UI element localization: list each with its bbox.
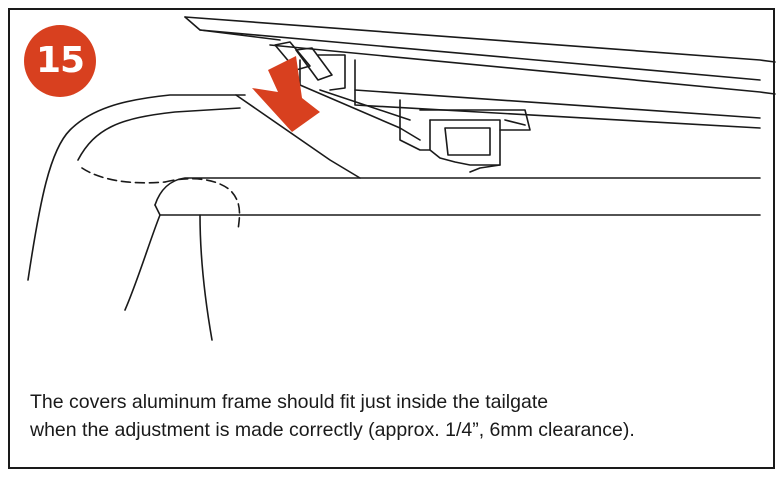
cover-frame xyxy=(184,16,776,173)
caption-line-2: when the adjustment is made correctly (a… xyxy=(30,419,635,441)
step-number-badge: 15 xyxy=(24,25,96,97)
tailgate-corner xyxy=(27,94,761,341)
instruction-panel xyxy=(8,8,775,469)
insert-direction-arrow xyxy=(252,56,320,132)
instruction-caption: The covers aluminum frame should fit jus… xyxy=(30,388,770,444)
caption-line-1: The covers aluminum frame should fit jus… xyxy=(30,391,549,413)
